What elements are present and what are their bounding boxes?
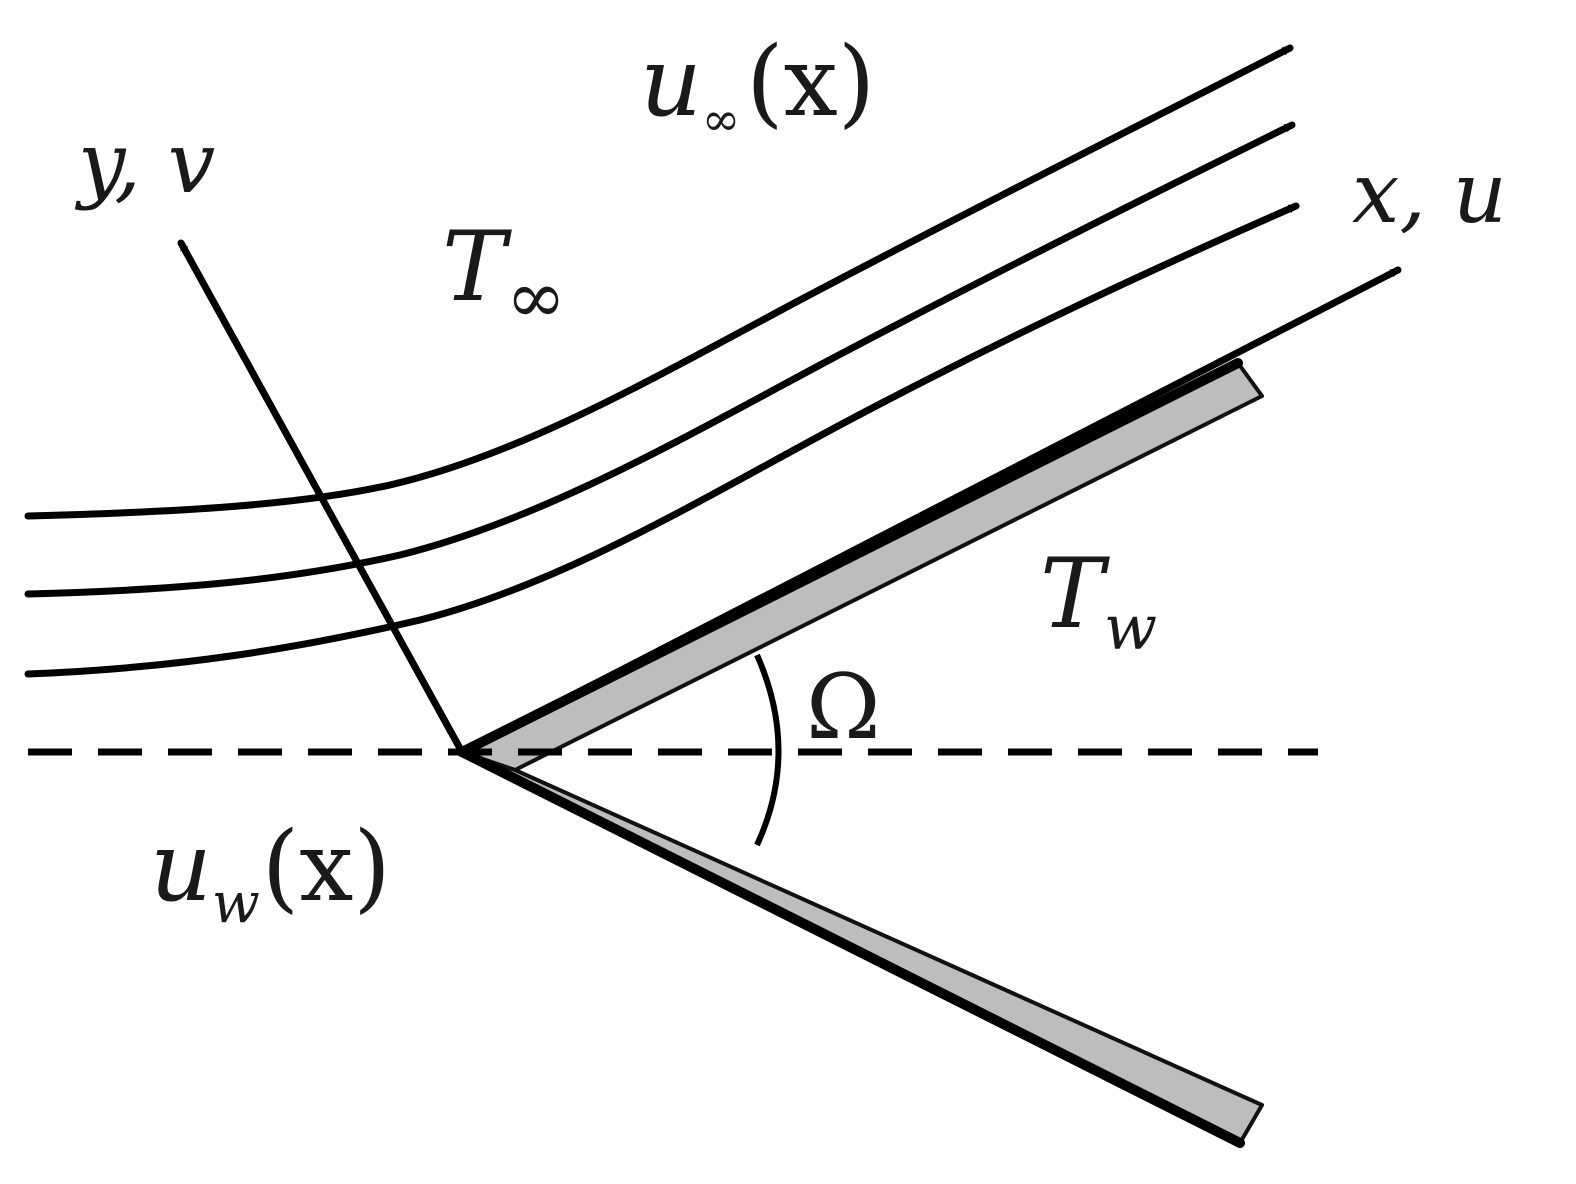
- y-axis-label: y, v: [74, 114, 215, 212]
- wedge-angle-label: Ω: [806, 655, 881, 760]
- wall-temperature-label: Tw: [1040, 538, 1157, 664]
- y-axis-arrow: [177, 239, 466, 756]
- streamline-2: [24, 121, 1296, 598]
- x-axis-label: x, u: [1352, 144, 1507, 242]
- lower-plate-edge: [457, 747, 1245, 1148]
- free-stream-velocity-label: u∞(x): [640, 26, 875, 146]
- wedge-angle-arc: [754, 653, 782, 847]
- ambient-temperature-label: T∞: [442, 211, 566, 339]
- wall-velocity-label: uw(x): [150, 811, 391, 936]
- streamline-1: [24, 44, 1294, 520]
- streamline-3: [24, 202, 1300, 678]
- x-axis-arrow: [458, 266, 1402, 756]
